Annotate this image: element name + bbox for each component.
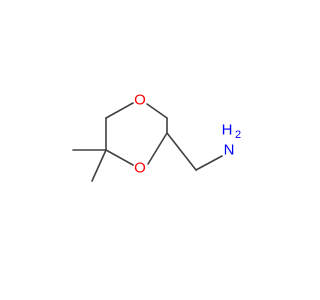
molecule-structure: O O H 2 N (0, 0, 300, 300)
canvas-background (0, 0, 300, 300)
oxygen-atom-label-left: O (134, 160, 146, 177)
amine-group-label: H 2 N (222, 122, 241, 159)
amine-hydrogen-count: 2 (235, 129, 241, 141)
oxygen-atom-label-top: O (134, 92, 146, 109)
bond-lines (72, 102, 223, 182)
bond-ring-top-right (146, 103, 168, 119)
bond-ch2-n (195, 155, 223, 171)
bond-ring-top-left (105, 102, 134, 119)
atom-labels: O O H 2 N (134, 92, 241, 177)
nitrogen-atom-label: N (224, 142, 235, 159)
amine-hydrogen-label: H (222, 122, 233, 139)
bond-ch2 (166, 132, 197, 171)
bond-methyl-2 (91, 149, 107, 182)
bond-ring-bottom (147, 132, 168, 165)
bond-ring-left-lower (105, 149, 134, 166)
